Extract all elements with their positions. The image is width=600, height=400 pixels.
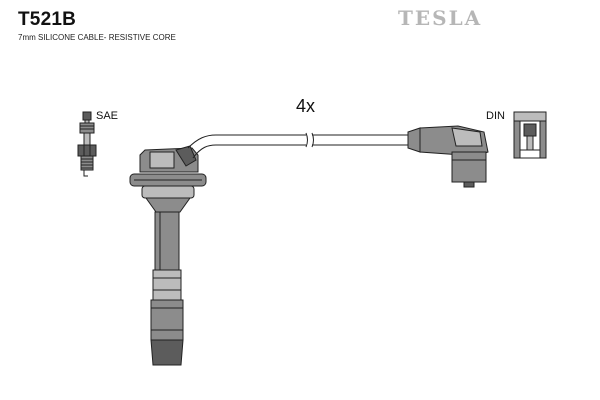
page-title: T521B xyxy=(18,9,77,30)
cable-description: 7mm SILICONE CABLE- RESISTIVE CORE xyxy=(18,33,176,42)
din-terminal-label: DIN xyxy=(486,110,505,122)
sae-terminal-label: SAE xyxy=(96,110,119,122)
spark-plug-icon xyxy=(77,111,97,177)
ignition-cable xyxy=(187,132,410,159)
quantity-label: 4x xyxy=(296,96,316,116)
brand-logo: TESLA xyxy=(398,6,483,30)
din-terminal-icon xyxy=(513,111,547,159)
distributor-boot-icon xyxy=(407,125,489,188)
plug-boot-icon xyxy=(129,145,207,366)
